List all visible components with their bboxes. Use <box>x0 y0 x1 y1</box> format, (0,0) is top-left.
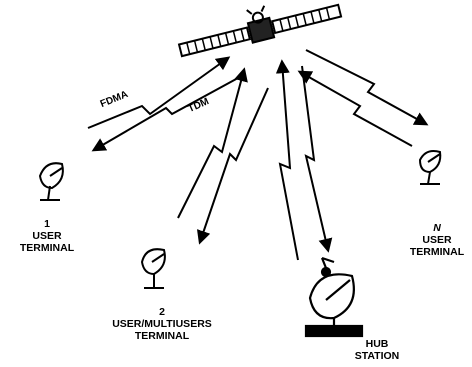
dish-antenna-icon <box>140 248 166 289</box>
uplink-fdma-arrow <box>87 56 231 129</box>
hub-line1: HUB <box>365 338 389 350</box>
terminal-1-line2: TERMINAL <box>19 242 75 254</box>
dish-antenna-icon <box>38 162 64 201</box>
terminal-2-number: 2 <box>159 306 165 318</box>
downlink-tdm-arrow <box>91 77 239 152</box>
terminal-n-line1: USER <box>422 234 452 246</box>
terminal-2-line1: USER/MULTIUSERS <box>112 318 212 330</box>
uplink-terminal2-arrow <box>177 67 248 219</box>
terminal-n-line2: TERMINAL <box>409 246 465 258</box>
terminal-1-number: 1 <box>44 218 50 230</box>
downlink-hub-arrow <box>301 65 333 253</box>
terminal-n-number: N <box>433 222 441 234</box>
uplink-terminaln-arrow <box>297 70 413 147</box>
terminal-2-label: 2 USER/MULTIUSERS TERMINAL <box>96 306 228 342</box>
terminal-2-line2: TERMINAL <box>134 330 190 342</box>
terminal-1-label: 1 USER TERMINAL <box>18 218 76 254</box>
dish-antenna-icon <box>418 150 442 185</box>
uplink-hub-arrow <box>275 59 299 261</box>
downlink-terminal2-arrow <box>196 87 269 245</box>
downlink-terminaln-arrow <box>305 49 429 126</box>
hub-line2: STATION <box>354 350 400 362</box>
terminal-n-label: N USER TERMINAL <box>404 222 470 258</box>
terminal-1-line1: USER <box>32 230 62 242</box>
hub-station-label: HUB STATION <box>344 338 410 362</box>
satellite-icon <box>177 3 343 58</box>
hub-dish-icon <box>304 256 364 338</box>
